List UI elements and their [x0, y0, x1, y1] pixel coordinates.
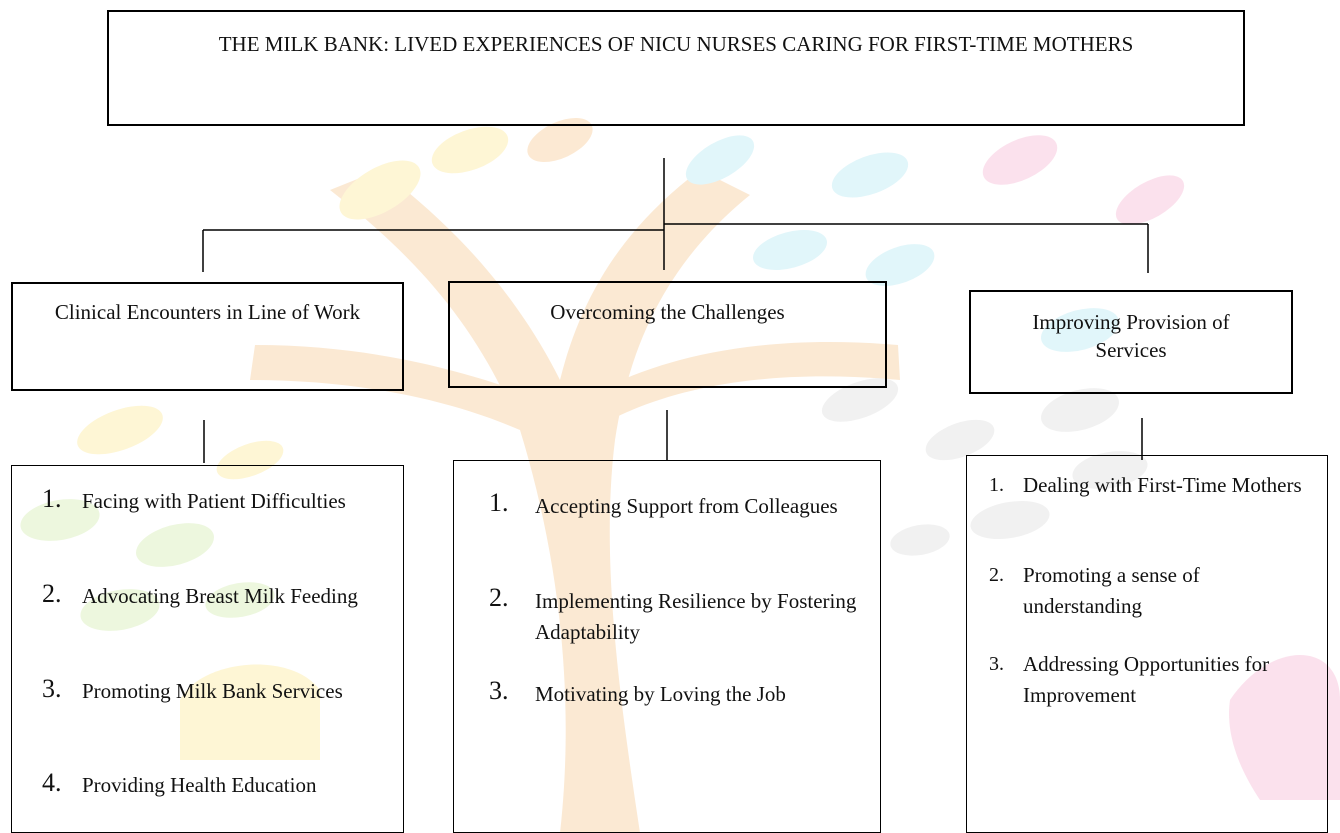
watermark-leaf [1072, 451, 1148, 489]
diagram-title: THE MILK BANK: LIVED EXPERIENCES OF NICU… [218, 32, 1134, 56]
list-item: 2. Promoting a sense of understanding [989, 560, 1309, 622]
watermark-leaf [925, 419, 995, 461]
watermark-leaf [982, 135, 1058, 185]
watermark-leaf [831, 152, 909, 198]
watermark-leaf [890, 524, 950, 556]
list-item-number: 2. [489, 583, 509, 612]
watermark-trunk [330, 170, 750, 833]
list-item-number: 3. [989, 653, 1004, 675]
theme-label: Overcoming the Challenges [550, 300, 785, 324]
watermark-leaf [1041, 308, 1119, 352]
title-box: THE MILK BANK: LIVED EXPERIENCES OF NICU… [107, 10, 1245, 126]
watermark-leaf [821, 378, 899, 422]
list-item-text: Motivating by Loving the Job [535, 682, 786, 706]
watermark-leaf [136, 523, 214, 567]
watermark-leaf [753, 230, 827, 270]
theme-label: Clinical Encounters in Line of Work [54, 300, 361, 324]
watermark-leaf [685, 135, 755, 185]
list-item-text: Addressing Opportunities for Improvement [1023, 652, 1270, 707]
list-item: 1. Facing with Patient Difficulties [42, 484, 387, 517]
list-item: 2. Implementing Resilience by Fostering … [489, 583, 859, 648]
watermark-leaf [865, 244, 935, 286]
list-item-text: Providing Health Education [82, 773, 317, 797]
list-item: 3. Addressing Opportunities for Improvem… [989, 649, 1309, 711]
theme-label: Improving Provision of Services [1032, 310, 1230, 362]
subtheme-list-box-2: 1. Accepting Support from Colleagues 2. … [453, 460, 881, 833]
watermark-leaf [1041, 388, 1119, 432]
list-item-number: 1. [489, 488, 509, 517]
list-item-text: Implementing Resilience by Fostering Ada… [535, 589, 857, 644]
list-item-text: Promoting Milk Bank Services [82, 679, 343, 703]
list-item-number: 4. [42, 768, 62, 797]
watermark-leaf [216, 440, 284, 480]
list-item-number: 2. [989, 564, 1004, 586]
theme-box-improving-provision: Improving Provision of Services [969, 290, 1293, 394]
list-item: 3. Motivating by Loving the Job [489, 676, 859, 710]
list-item-text: Dealing with First-Time Mothers [1023, 473, 1302, 497]
list-item-number: 2. [42, 579, 62, 608]
watermark-leaf [1115, 175, 1185, 225]
watermark-leaf [80, 589, 160, 631]
theme-box-overcoming-challenges: Overcoming the Challenges [448, 281, 887, 388]
list-item-text: Advocating Breast Milk Feeding [82, 584, 358, 608]
watermark-leaf [339, 160, 421, 220]
list-item: 1. Accepting Support from Colleagues [489, 488, 859, 522]
watermark-leaf [205, 582, 275, 618]
subtheme-list-box-1: 1. Facing with Patient Difficulties 2. A… [11, 465, 404, 833]
watermark-leaf [527, 117, 593, 163]
list-item: 3. Promoting Milk Bank Services [42, 674, 387, 707]
theme-box-clinical-encounters: Clinical Encounters in Line of Work [11, 282, 404, 391]
watermark-leaf [970, 500, 1050, 540]
list-item-text: Promoting a sense of understanding [1023, 563, 1200, 618]
list-item: 1. Dealing with First-Time Mothers [989, 470, 1309, 501]
watermark-leaf [77, 405, 163, 455]
list-item-number: 3. [42, 674, 62, 703]
list-item: 2. Advocating Breast Milk Feeding [42, 579, 387, 612]
list-item-number: 1. [42, 484, 62, 513]
watermark-leaf [431, 126, 509, 174]
list-item: 4. Providing Health Education [42, 768, 397, 801]
list-item-number: 1. [989, 474, 1004, 496]
subtheme-list-box-3: 1. Dealing with First-Time Mothers 2. Pr… [966, 455, 1328, 833]
list-item-text: Accepting Support from Colleagues [535, 494, 838, 518]
list-item-text: Facing with Patient Difficulties [82, 489, 346, 513]
list-item-number: 3. [489, 676, 509, 705]
watermark-leaf [20, 499, 100, 541]
